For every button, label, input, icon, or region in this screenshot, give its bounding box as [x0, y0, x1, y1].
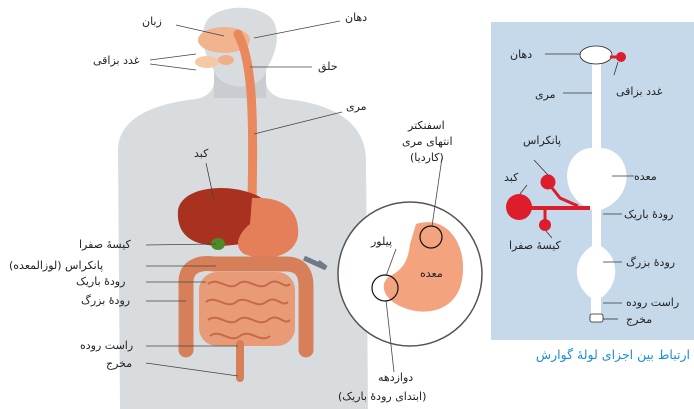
schematic-label-liver: کبد	[504, 172, 518, 183]
schematic-label-large-intestine: رودهٔ بزرگ	[626, 257, 675, 268]
schematic-label-salivary-glands: غدد بزاقی	[616, 86, 663, 97]
schematic-tube-body	[567, 148, 626, 314]
schematic-label-anus: مخرج	[626, 314, 652, 325]
schematic-anus	[590, 314, 603, 322]
schematic-mouth	[580, 46, 612, 64]
schematic-label-pancreas: پانکراس	[523, 135, 561, 146]
schematic-salivary-gland	[616, 52, 626, 62]
schematic-label-gallbladder: کیسهٔ صفرا	[509, 240, 561, 251]
schematic-label-rectum: راست روده	[626, 297, 679, 308]
schematic-label-small-intestine: رودهٔ باریک	[624, 209, 673, 220]
schematic-pancreas	[541, 175, 556, 190]
schematic-gallbladder	[539, 219, 551, 231]
schematic-label-mouth: دهان	[510, 49, 532, 60]
schematic-label-stomach: معده	[634, 171, 657, 182]
schematic-liver	[506, 194, 532, 220]
schematic-label-esophagus: مری	[535, 89, 556, 100]
caption: ارتباط بین اجزای لولهٔ گوارش	[536, 349, 690, 362]
